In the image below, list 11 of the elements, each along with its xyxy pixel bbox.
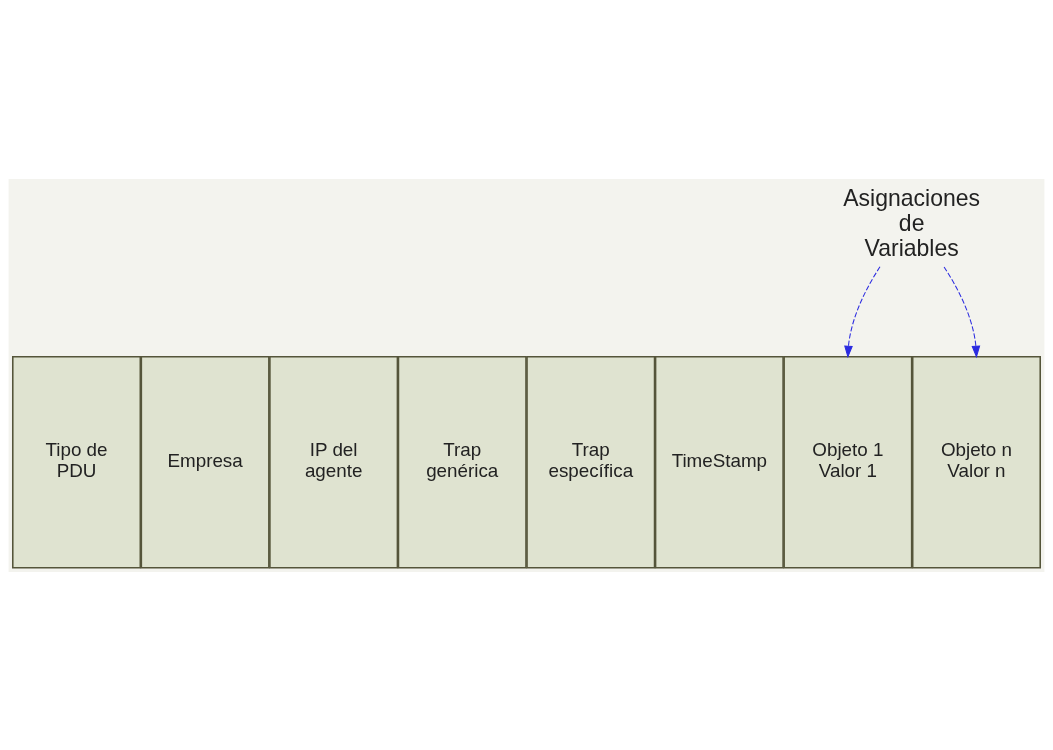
arrow bbox=[943, 266, 981, 358]
node-box: IP del agente bbox=[269, 355, 399, 569]
node-box: Objeto 1 Valor 1 bbox=[783, 355, 913, 569]
arrow bbox=[844, 265, 881, 358]
node-box: Tipo de PDU bbox=[12, 355, 142, 569]
node-box: Empresa bbox=[140, 355, 270, 569]
node-box: Trap específica bbox=[526, 355, 656, 569]
node-text: Asignaciones de Variables bbox=[843, 184, 981, 261]
node-box: TimeStamp bbox=[654, 355, 784, 569]
node-box: Trap genérica bbox=[397, 355, 527, 569]
node-box: Objeto n Valor n bbox=[911, 355, 1041, 569]
